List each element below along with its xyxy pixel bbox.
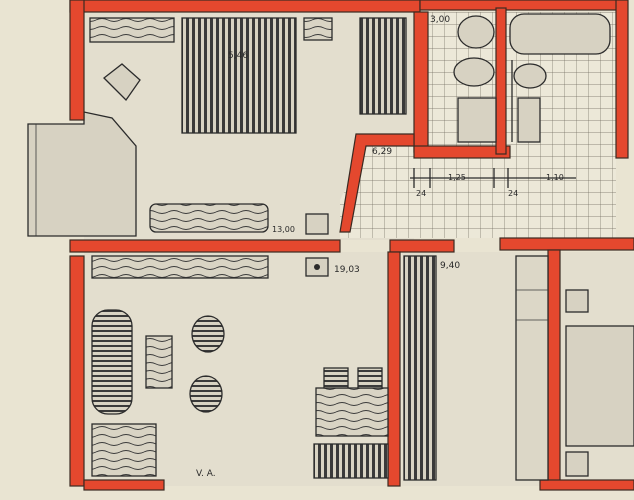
wall-kitchen-left [387, 251, 401, 487]
socket-icon [314, 264, 320, 270]
bathroom-fixtures [453, 13, 611, 143]
wall-kitchen-right [547, 249, 561, 487]
wall-bath-top [419, 0, 621, 11]
chair-right [357, 367, 383, 389]
laundry [517, 97, 541, 143]
double-bed [181, 17, 297, 134]
box-right-top [565, 289, 589, 313]
bedroom-furniture [89, 17, 407, 235]
wardrobe [359, 17, 407, 115]
balcony [27, 111, 137, 237]
wall-top [69, 0, 421, 13]
kitchen-counter-right [515, 255, 549, 481]
labels: 5,46 3,00 6,29 9,40 19,03 24 1,25 24 1,1… [196, 15, 564, 479]
bedside-table-left [89, 17, 175, 43]
dimension-d5: 13,00 [272, 225, 295, 234]
wall-middle-right [499, 237, 634, 251]
walls [69, 0, 634, 491]
wall-middle-center [389, 239, 455, 253]
stove [305, 213, 329, 235]
dimension-d2: 1,25 [448, 173, 466, 182]
wall-bath-divider [495, 7, 507, 155]
bathtub [509, 13, 611, 55]
bedside-table-right [303, 17, 333, 41]
coffee-table [145, 335, 173, 389]
wall-bath-right [615, 0, 629, 159]
toilet [453, 57, 495, 87]
dining-table [315, 387, 389, 437]
wall-left-upper [69, 0, 85, 121]
signature: V. A. [196, 469, 216, 479]
bed-right [565, 325, 634, 447]
living-area-label: 19,03 [334, 265, 360, 275]
chair-left [323, 367, 349, 389]
shower-tray [457, 97, 497, 143]
dimension-d4: 1,10 [546, 173, 564, 182]
bathroom-area-label: 3,00 [430, 15, 450, 25]
hall-dimension-lines [410, 168, 576, 188]
bench-bottom [313, 443, 389, 479]
wall-left-lower [69, 255, 85, 487]
wall-hall-diagonal [339, 133, 415, 233]
dimension-d3: 24 [508, 189, 518, 198]
armchair-bottom [189, 375, 223, 413]
bedroom-area-label: 5,46 [228, 51, 248, 61]
living-furniture [91, 255, 389, 479]
sofa [91, 309, 133, 415]
hall-area-label: 6,29 [372, 147, 392, 157]
bench [149, 203, 269, 233]
dimension-d1: 24 [416, 189, 426, 198]
box-right-bottom [565, 451, 589, 477]
wall-bottom-right [539, 479, 634, 491]
hall-tiles [340, 140, 616, 238]
armchair-top [191, 315, 225, 353]
wall-bath-left [413, 11, 429, 153]
kitchen-counter-left [403, 255, 437, 481]
armchair [103, 63, 141, 102]
corner-unit [91, 423, 157, 477]
wall-bath-bottom [413, 145, 511, 159]
bidet [513, 63, 547, 89]
wall-bottom-left [83, 479, 165, 491]
washbasin [457, 15, 495, 49]
kitchen-area-label: 9,40 [440, 261, 460, 271]
wall-middle-left [69, 239, 341, 253]
kitchen-furniture [403, 255, 634, 481]
sideboard [91, 255, 269, 279]
